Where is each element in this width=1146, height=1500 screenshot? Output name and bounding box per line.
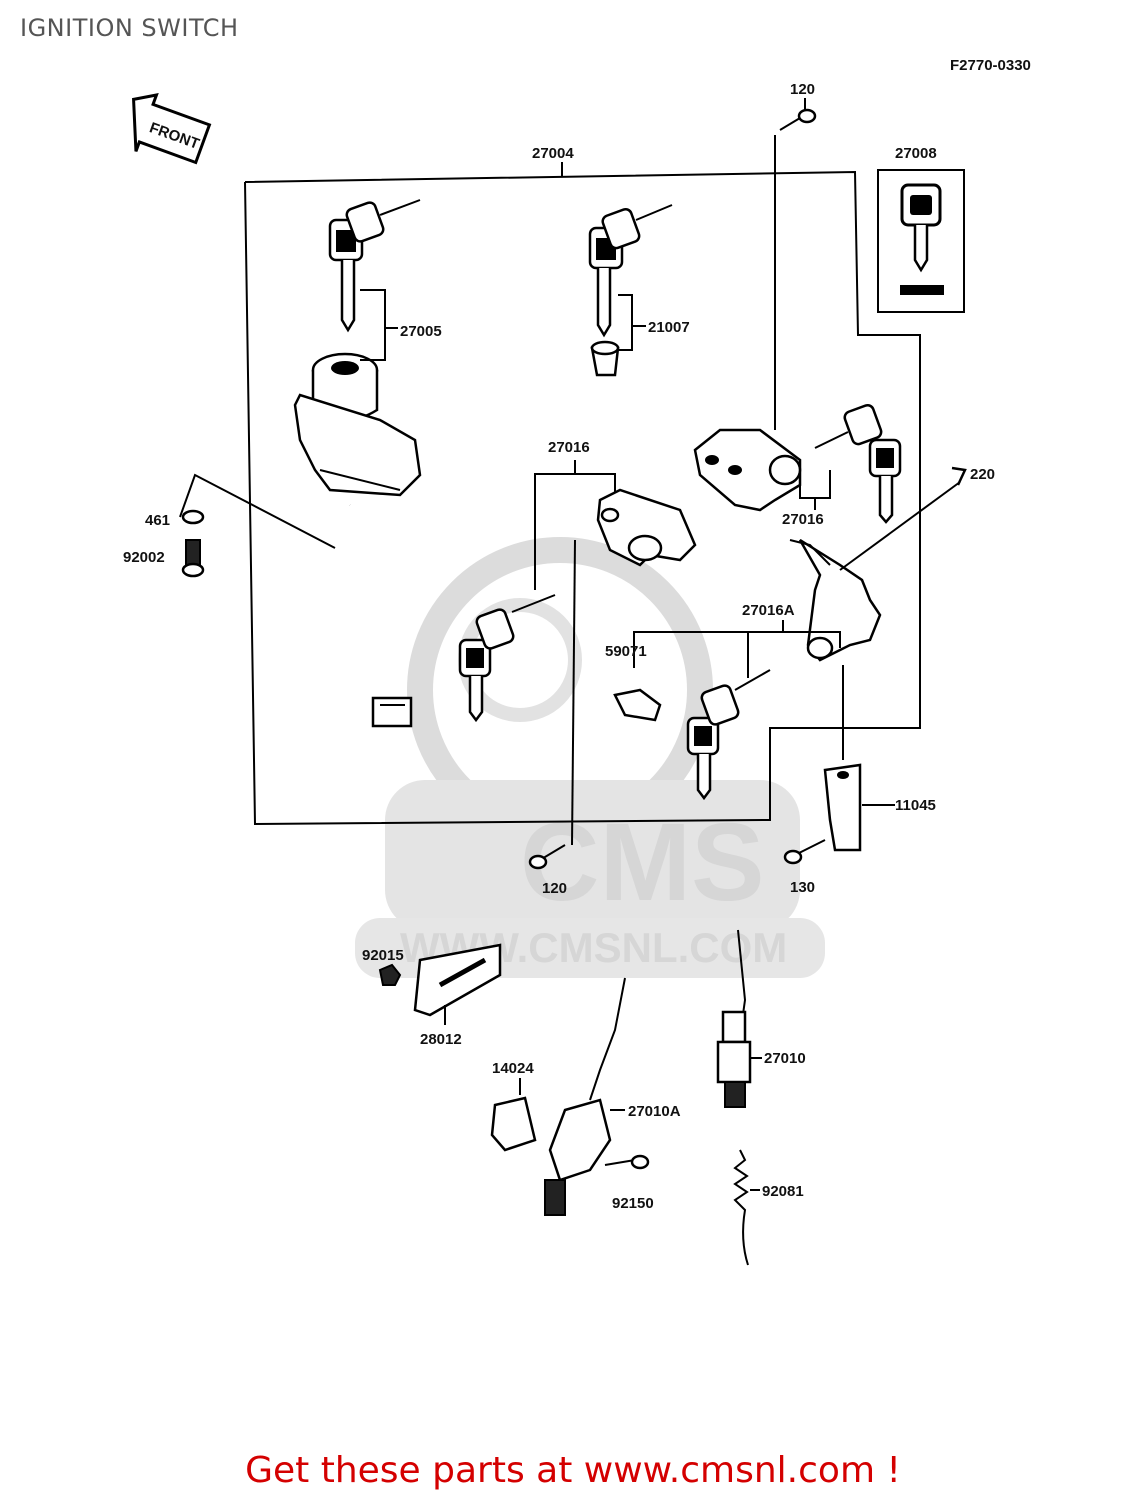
- keys-27005: [328, 199, 421, 361]
- bolt-120-bottom-icon: [528, 539, 576, 870]
- part-label-92002: 92002: [123, 549, 165, 566]
- part-label-120-top: 120: [790, 81, 815, 98]
- brake-switch-27010A: [544, 977, 650, 1216]
- part-label-27008: 27008: [895, 145, 937, 162]
- bolt-120-top-icon: [774, 98, 817, 430]
- part-label-27016A: 27016A: [742, 602, 795, 619]
- part-label-11045: 11045: [895, 797, 936, 814]
- part-label-461: 461: [145, 512, 170, 529]
- ignition-switch-body: [293, 352, 422, 728]
- screw-220-icon: [839, 466, 967, 571]
- washer-461-icon: [179, 473, 336, 549]
- part-label-92150: 92150: [612, 1195, 654, 1212]
- helmet-lock-27016: [693, 403, 902, 524]
- part-label-27016-mid: 27016: [548, 439, 590, 456]
- spring-92081-icon: [733, 1149, 760, 1266]
- nut-92015-icon: [378, 963, 402, 986]
- part-label-130: 130: [790, 879, 815, 896]
- neutral-switch-27010: [716, 929, 762, 1108]
- part-label-27016-right: 27016: [782, 511, 824, 528]
- part-label-21007: 21007: [648, 319, 690, 336]
- clamp-14024-icon: [490, 1078, 537, 1152]
- part-label-59071: 59071: [605, 643, 647, 660]
- part-label-92015: 92015: [362, 947, 404, 964]
- part-label-92081: 92081: [762, 1183, 804, 1200]
- bolt-130-icon: [783, 839, 826, 865]
- part-label-27005: 27005: [400, 323, 442, 340]
- seat-lock-27016: [458, 460, 697, 723]
- part-label-28012: 28012: [420, 1031, 462, 1048]
- lock-27016A: [613, 538, 882, 801]
- part-label-27010: 27010: [764, 1050, 806, 1067]
- assembly-frame-27004: [244, 162, 921, 826]
- keys-21007: [588, 204, 673, 377]
- bracket-11045: [823, 665, 895, 852]
- promo-link[interactable]: Get these parts at www.cmsnl.com !: [245, 1450, 901, 1491]
- key-tag-27008: [877, 169, 965, 313]
- page-title: IGNITION SWITCH: [20, 14, 239, 42]
- reflector-28012: [413, 943, 502, 1025]
- bolt-92002-icon: [181, 539, 205, 578]
- part-label-27004: 27004: [532, 145, 574, 162]
- part-label-220: 220: [970, 466, 995, 483]
- part-label-27010A: 27010A: [628, 1103, 681, 1120]
- part-label-120-bottom: 120: [542, 880, 567, 897]
- part-label-14024: 14024: [492, 1060, 534, 1077]
- front-arrow-icon: FRONT: [132, 92, 212, 165]
- figure-code: F2770-0330: [950, 57, 1031, 74]
